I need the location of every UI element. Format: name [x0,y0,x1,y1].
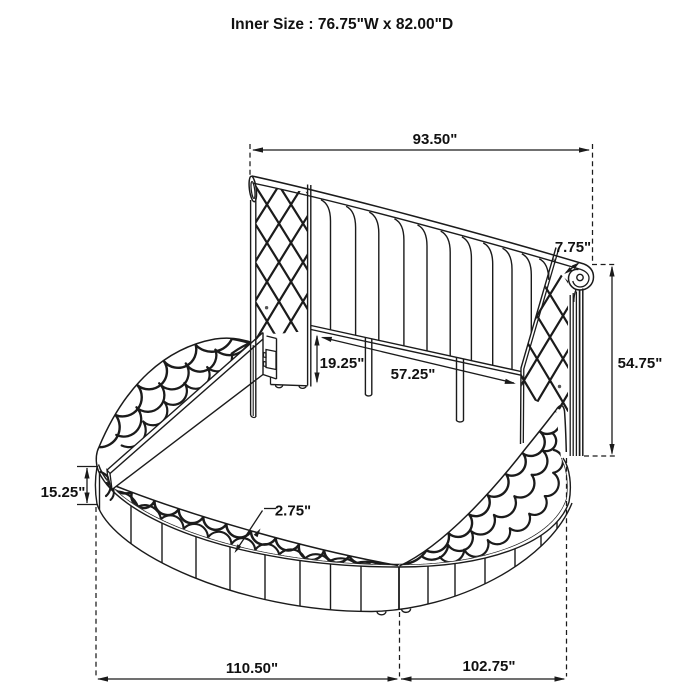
svg-text:Inner Size : 76.75"W x 82.00"D: Inner Size : 76.75"W x 82.00"D [231,16,453,33]
svg-text:2.75": 2.75" [275,503,311,520]
svg-text:110.50": 110.50" [226,660,278,677]
svg-text:19.25": 19.25" [320,355,365,372]
svg-text:15.25": 15.25" [41,484,86,501]
svg-text:93.50": 93.50" [413,131,458,148]
svg-text:54.75": 54.75" [618,355,663,372]
svg-text:7.75": 7.75" [555,239,591,256]
svg-text:102.75": 102.75" [463,658,516,675]
svg-text:57.25": 57.25" [391,366,436,383]
